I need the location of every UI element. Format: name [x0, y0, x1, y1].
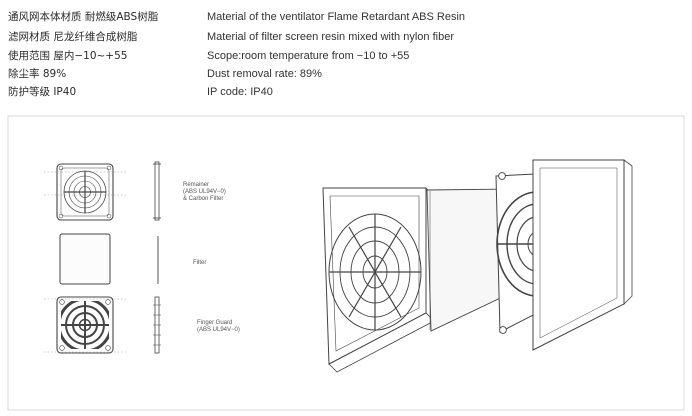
- diagram-frame: [7, 115, 685, 411]
- spec-cn-scope: 使用范围 屋内−10~+55: [8, 50, 128, 62]
- spec-en-ip-code: IP code: IP40: [207, 86, 273, 98]
- remainer-label-line-2: (ABS UL94V−0): [183, 189, 226, 195]
- finger-guard-side-view: [153, 296, 161, 354]
- spec-cn-material-body: 通风网本体材质 耐燃级ABS树脂: [8, 11, 159, 23]
- spec-en-dust-removal: Dust removal rate: 89%: [207, 68, 322, 80]
- spec-cn-material-filter: 滤网材质 尼龙纤维合成树脂: [8, 31, 138, 43]
- remainer-label-line-3: & Carbon Filter: [183, 196, 223, 202]
- finger-guard-label: Finger Guard (ABS UL94V−0): [197, 320, 240, 333]
- filter-front-view: [59, 233, 111, 285]
- remainer-label: Remainer (ABS UL94V−0) & Carbon Filter: [183, 182, 226, 202]
- spec-en-material-filter: Material of filter screen resin mixed wi…: [207, 31, 454, 43]
- finger-guard-front-view: [56, 296, 114, 354]
- remainer-front-view: [56, 163, 114, 221]
- filter-label: Filter: [193, 260, 206, 266]
- spec-en-scope: Scope:room temperature from −10 to +55: [207, 50, 410, 62]
- remainer-side-view: [153, 161, 161, 221]
- filter-3d: [426, 188, 514, 332]
- spec-cn-ip-code: 防护等级 IP40: [8, 86, 77, 98]
- finger-guard-label-line-1: Finger Guard: [197, 320, 232, 326]
- fan-3d: [532, 159, 633, 351]
- finger-guard-label-line-2: (ABS UL94V−0): [197, 327, 240, 333]
- remainer-3d: [322, 187, 435, 373]
- remainer-label-line-1: Remainer: [183, 182, 209, 188]
- spec-en-material-body: Material of the ventilator Flame Retarda…: [207, 11, 466, 23]
- spec-cn-dust-removal: 除尘率 89%: [8, 68, 67, 80]
